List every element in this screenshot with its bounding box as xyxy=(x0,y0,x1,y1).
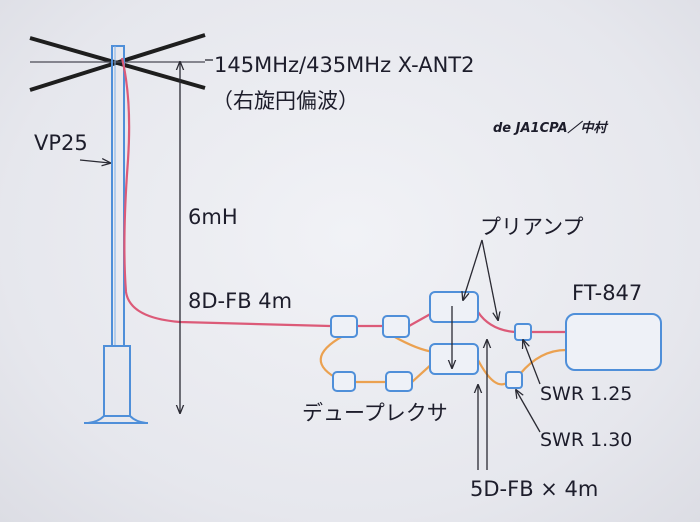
height-label: 6mH xyxy=(188,205,238,229)
preamp-upper xyxy=(429,291,479,323)
feedline-main xyxy=(120,57,331,328)
mast-pointer xyxy=(79,160,110,163)
mast-label: VP25 xyxy=(34,131,88,155)
antenna-elements xyxy=(29,33,206,92)
duplexer-lower-right xyxy=(385,371,413,392)
duplexer-label: デュープレクサ xyxy=(302,401,448,425)
preamp-pointer-upper xyxy=(463,239,483,300)
antenna-name: 145MHz/435MHz X-ANT2 xyxy=(214,53,475,77)
swr1-pointer xyxy=(523,340,541,385)
radio-label: FT-847 xyxy=(572,281,642,305)
duplexer-lower-left xyxy=(332,371,356,392)
swr2-label: SWR 1.30 xyxy=(540,429,632,451)
main-cable-label: 8D-FB 4m xyxy=(188,289,292,313)
credit: de JA1CPA／中村 xyxy=(493,120,609,136)
radio-box xyxy=(565,313,662,371)
mast xyxy=(84,45,148,424)
preamp-label: プリアンプ xyxy=(480,215,584,239)
duplexer-upper-left xyxy=(330,315,358,338)
preamp-lower xyxy=(429,343,479,375)
swr-meter-upper xyxy=(514,323,532,341)
swr1-label: SWR 1.25 xyxy=(540,383,632,405)
duplexer-upper-right xyxy=(382,315,410,338)
preamp-pointer-lower xyxy=(481,239,498,320)
short-cable-label: 5D-FB × 4m xyxy=(470,477,598,501)
swr2-pointer xyxy=(516,390,541,433)
swr-meter-lower xyxy=(505,371,523,389)
antenna-polarization: （右旋円偏波） xyxy=(212,89,359,113)
